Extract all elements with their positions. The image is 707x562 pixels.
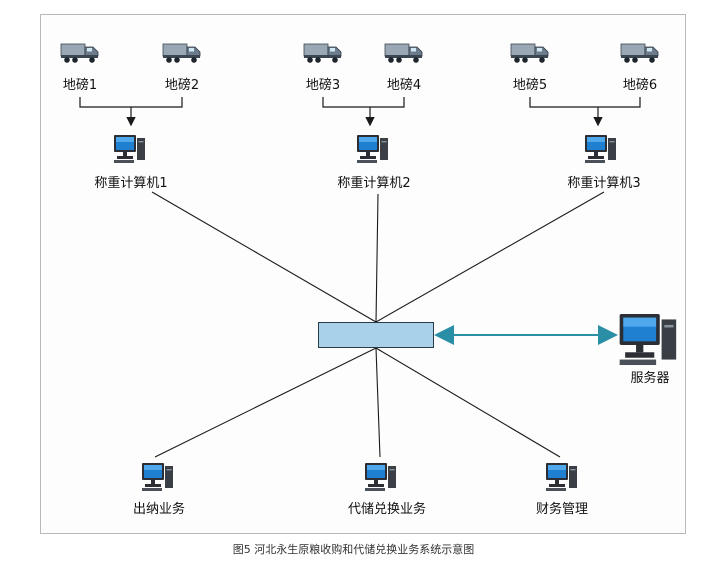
service-label-exchange: 代储兑换业务	[347, 502, 427, 517]
truck-icon	[620, 40, 660, 68]
diagram-frame	[40, 14, 686, 534]
scale-label-5: 地磅5	[512, 78, 548, 93]
computer-label-2: 称重计算机2	[337, 176, 411, 191]
bracket-connector-2	[322, 97, 405, 127]
link-computer3-switch	[375, 191, 605, 323]
truck-icon	[384, 40, 424, 68]
computer-label-1: 称重计算机1	[94, 176, 168, 191]
link-switch-exchange	[375, 347, 381, 458]
computer-icon	[544, 462, 578, 496]
link-switch-finance	[375, 347, 561, 458]
truck-icon	[60, 40, 100, 68]
computer-icon	[140, 462, 174, 496]
computer-icon	[363, 462, 397, 496]
scale-label-2: 地磅2	[164, 78, 200, 93]
service-label-cashier: 出纳业务	[132, 502, 186, 517]
service-label-finance: 财务管理	[535, 502, 589, 517]
computer-icon	[112, 134, 146, 168]
computer-label-3: 称重计算机3	[567, 176, 641, 191]
server-label: 服务器	[630, 371, 670, 386]
bracket-connector-1	[79, 97, 183, 127]
server-icon	[616, 312, 678, 371]
computer-icon	[355, 134, 389, 168]
link-computer1-switch	[151, 191, 377, 323]
computer-icon	[583, 134, 617, 168]
figure-caption: 图5 河北永生原粮收购和代储兑换业务系统示意图	[232, 543, 475, 556]
truck-icon	[162, 40, 202, 68]
truck-icon	[303, 40, 343, 68]
scale-label-4: 地磅4	[386, 78, 422, 93]
link-switch-cashier	[154, 347, 377, 458]
link-computer2-switch	[375, 193, 379, 323]
bracket-connector-3	[529, 97, 641, 127]
network-switch	[318, 322, 434, 348]
scale-label-3: 地磅3	[305, 78, 341, 93]
scale-label-1: 地磅1	[62, 78, 98, 93]
truck-icon	[510, 40, 550, 68]
scale-label-6: 地磅6	[622, 78, 658, 93]
